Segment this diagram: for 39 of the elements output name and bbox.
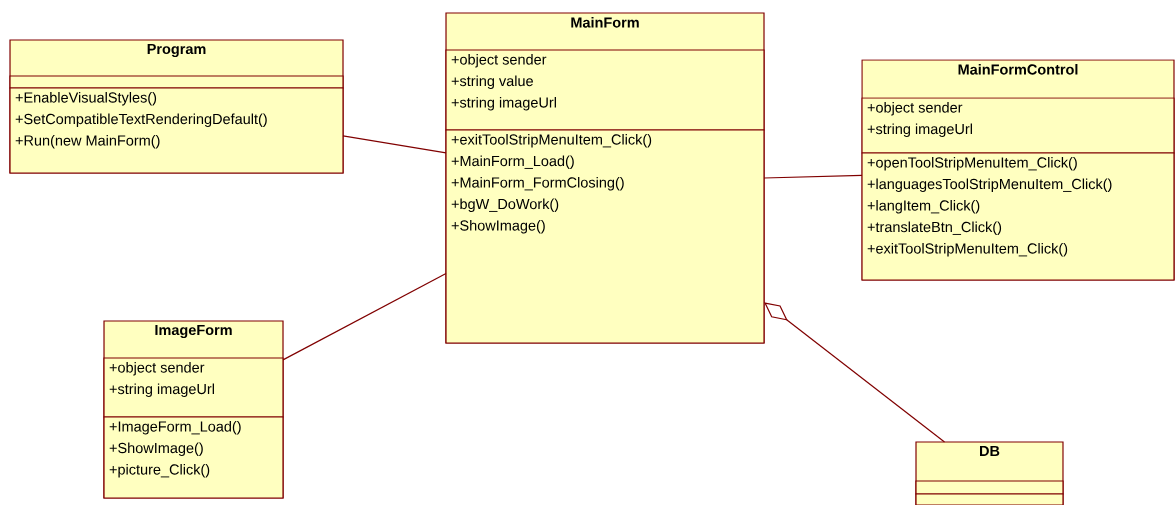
member-compartment [103, 416, 284, 499]
compartment [9, 75, 344, 89]
member-text: +MainForm_Load() [451, 155, 574, 169]
member-text: +object sender [451, 54, 547, 68]
class-name: MainFormControl [958, 64, 1078, 75]
member-text: +langItem_Click() [867, 200, 980, 214]
member-text: +MainForm_FormClosing() [451, 177, 624, 191]
member-text: +ImageForm_Load() [109, 421, 241, 435]
member-text: +exitToolStripMenuItem_Click() [451, 134, 652, 148]
member-text: +translateBtn_Click() [867, 221, 1002, 235]
member-text: +openToolStripMenuItem_Click() [867, 157, 1077, 171]
class-name: DB [980, 446, 1000, 456]
member-text: +bgW_DoWork() [451, 198, 559, 212]
member-compartment [103, 357, 284, 418]
member-text: +exitToolStripMenuItem_Click() [867, 243, 1068, 257]
member-text: +ShowImage() [109, 442, 203, 456]
class-name: ImageForm [155, 325, 232, 339]
association-line [342, 135, 447, 154]
member-text: +Run(new MainForm() [15, 135, 160, 149]
association-line [282, 272, 447, 361]
member-text: +object sender [867, 102, 963, 116]
compartment [915, 480, 1064, 495]
association-line [763, 174, 863, 179]
member-text: +string imageUrl [109, 383, 214, 397]
class-name: Program [147, 44, 206, 58]
member-compartment [445, 49, 765, 131]
member-text: +ShowImage() [451, 220, 545, 234]
member-text: +picture_Click() [109, 464, 210, 478]
member-text: +string imageUrl [451, 97, 556, 111]
member-text: +string imageUrl [867, 123, 972, 137]
member-text: +EnableVisualStyles() [15, 92, 157, 106]
compartment [915, 493, 1064, 505]
member-text: +SetCompatibleTextRenderingDefault() [15, 113, 267, 127]
aggregation-line [764, 302, 946, 443]
member-text: +object sender [109, 362, 205, 376]
member-text: +languagesToolStripMenuItem_Click() [867, 178, 1112, 192]
member-text: +string value [451, 75, 533, 89]
member-compartment [861, 97, 1175, 154]
class-name: MainForm [571, 17, 639, 28]
